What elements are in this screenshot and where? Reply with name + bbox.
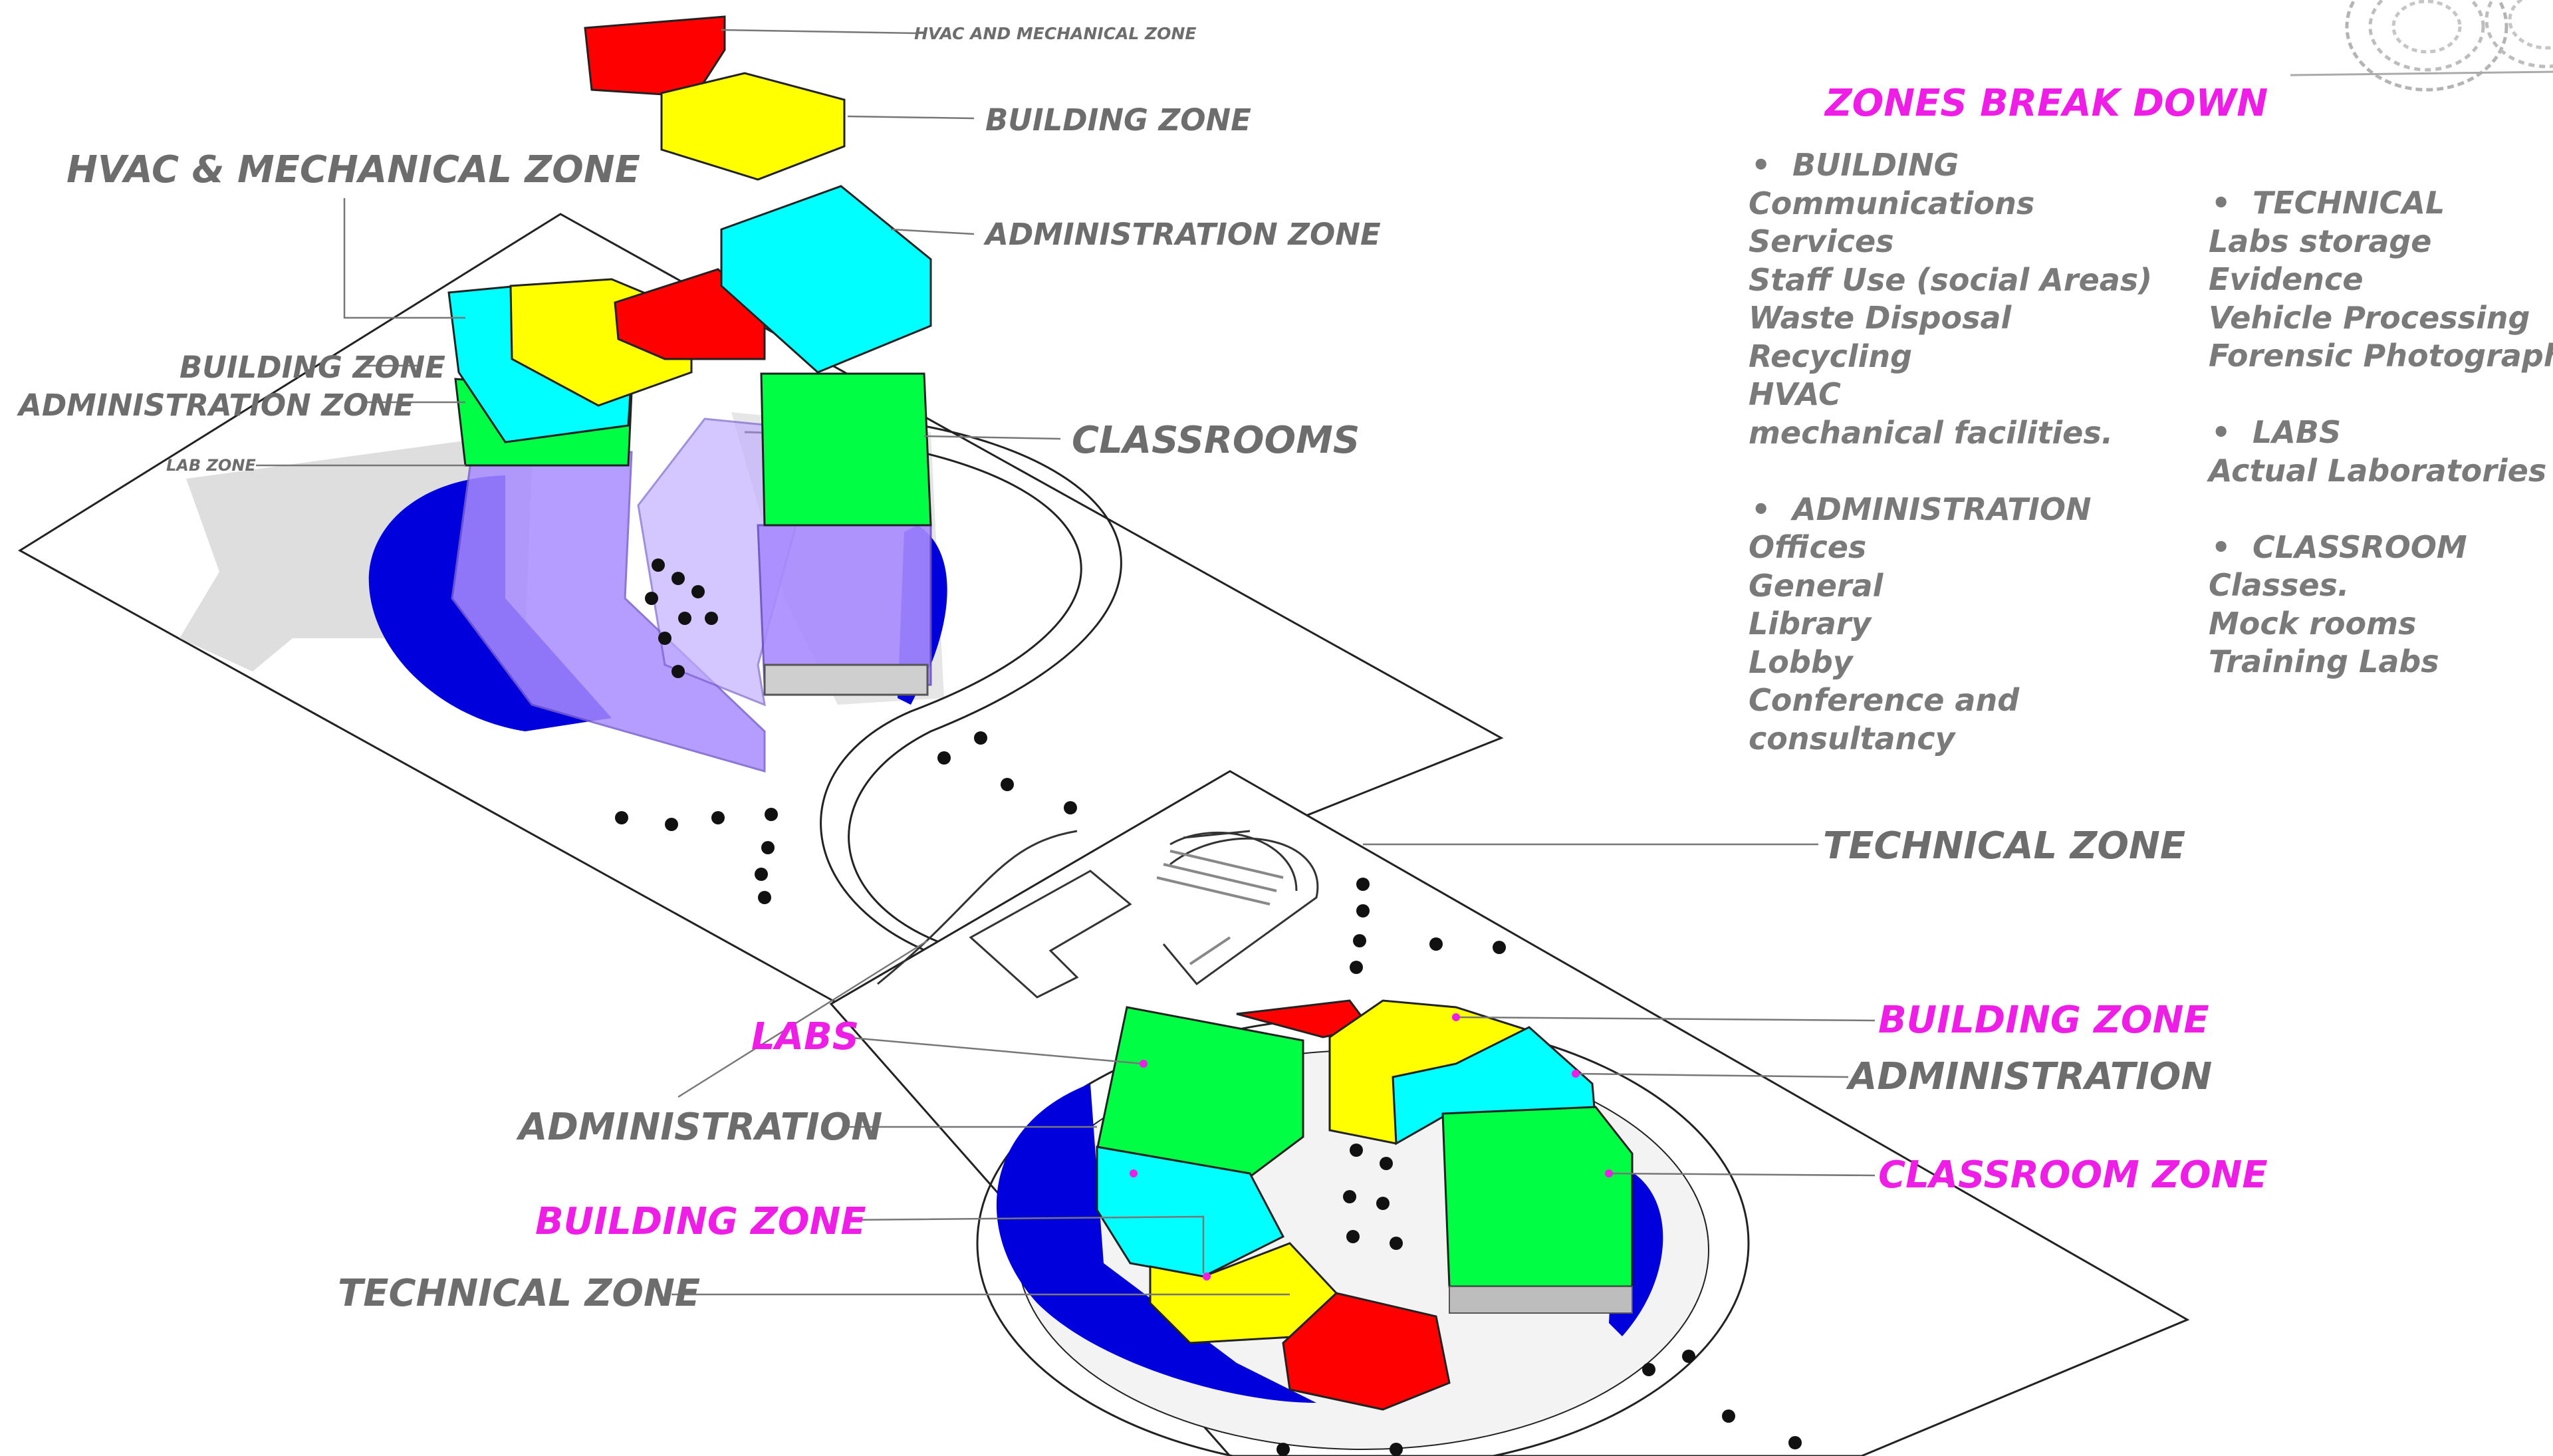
hvac-block-top <box>584 15 726 98</box>
list-item: Evidence <box>2209 261 2364 297</box>
list-item: Library <box>1749 606 1872 642</box>
label-technical-zone-top: TECHNICAL ZONE <box>1823 824 2186 868</box>
list-item: Labs storage <box>2209 223 2432 259</box>
admin-block-right <box>720 185 932 374</box>
parking-stripes <box>1156 850 1284 965</box>
grey-floor-base <box>763 664 929 696</box>
list-item: consultancy <box>1749 720 1955 757</box>
heading-technical: TECHNICAL <box>2209 184 2553 223</box>
labs-block <box>1096 1006 1304 1178</box>
classroom-block-lower <box>1441 1106 1634 1288</box>
technical-block-lower <box>1282 1292 1451 1411</box>
translucent-floors <box>451 451 766 773</box>
label-administration-zone-right: ADMINISTRATION ZONE <box>985 217 1381 252</box>
list-item: Classes. <box>2209 567 2350 603</box>
list-item: Staff Use (social Areas) <box>1749 261 2153 298</box>
label-lab-zone: LAB ZONE <box>166 456 256 475</box>
label-hvac-small: HVAC AND MECHANICAL ZONE <box>914 24 1197 43</box>
building-block-top <box>660 72 846 181</box>
heading-administration: ADMINISTRATION <box>1749 491 2152 529</box>
label-labs: LABS <box>751 1015 860 1058</box>
trees-lower <box>1276 878 1802 1456</box>
trees-upper <box>615 558 1077 904</box>
list-item: Waste Disposal <box>1749 300 2012 336</box>
heading-labs: LABS <box>2209 414 2553 452</box>
label-classroom-zone: CLASSROOM ZONE <box>1878 1153 2268 1197</box>
label-building-zone-left: BUILDING ZONE <box>180 350 445 385</box>
list-item: HVAC <box>1749 376 1841 412</box>
classroom-block <box>760 372 932 527</box>
translucent-block <box>757 524 932 686</box>
base-disc-lower <box>996 1084 1316 1403</box>
zone-list-right: TECHNICAL Labs storage Evidence Vehicle … <box>2209 184 2553 681</box>
list-item: mechanical facilities. <box>1749 414 2114 451</box>
parking-lot <box>877 830 1319 999</box>
leader-dots <box>1130 1013 1613 1280</box>
list-item: Training Labs <box>2209 644 2439 679</box>
label-administration-lower-right: ADMINISTRATION <box>1848 1055 2213 1098</box>
list-item: Recycling <box>1749 338 1913 374</box>
label-administration-zone-left: ADMINISTRATION ZONE <box>19 388 414 423</box>
leader-lines-lower <box>671 843 1876 1296</box>
zone-list-left: BUILDING Communications Services Staff U… <box>1749 146 2152 758</box>
list-item: Mock rooms <box>2209 605 2417 642</box>
road <box>744 431 1082 965</box>
label-hvac-large: HVAC & MECHANICAL ZONE <box>66 148 640 191</box>
leader-lines-upper <box>256 29 1061 467</box>
label-building-zone-lower-right: BUILDING ZONE <box>1878 999 2209 1042</box>
list-item: Conference and <box>1749 682 2020 718</box>
assembled-view-site <box>671 770 2190 1456</box>
list-item: Actual Laboratories <box>2209 452 2547 489</box>
exploded-view-site <box>18 15 1504 1004</box>
label-technical-zone-bottom: TECHNICAL ZONE <box>338 1272 701 1315</box>
label-classrooms: CLASSROOMS <box>1072 419 1360 462</box>
heading-classroom: CLASSROOM <box>2209 529 2553 567</box>
road <box>764 411 1122 959</box>
label-administration-lower-left: ADMINISTRATION <box>519 1106 883 1149</box>
list-item: Forensic Photography. <box>2209 338 2553 374</box>
grey-floor-base-lower <box>1449 1286 1633 1314</box>
heading-building: BUILDING <box>1749 146 2152 185</box>
list-item: Communications <box>1749 185 2035 221</box>
list-item: Vehicle Processing <box>2209 299 2530 336</box>
label-building-zone-top: BUILDING ZONE <box>985 102 1251 138</box>
list-item: Offices <box>1749 529 1867 565</box>
list-item: Services <box>1749 223 1894 259</box>
label-building-zone-lower-left: BUILDING ZONE <box>535 1200 866 1243</box>
fingerprint-texture <box>2290 0 2553 92</box>
list-item: General <box>1749 567 1884 604</box>
zones-breakdown-title: ZONES BREAK DOWN <box>1825 82 2268 125</box>
list-item: Lobby <box>1749 644 1853 680</box>
